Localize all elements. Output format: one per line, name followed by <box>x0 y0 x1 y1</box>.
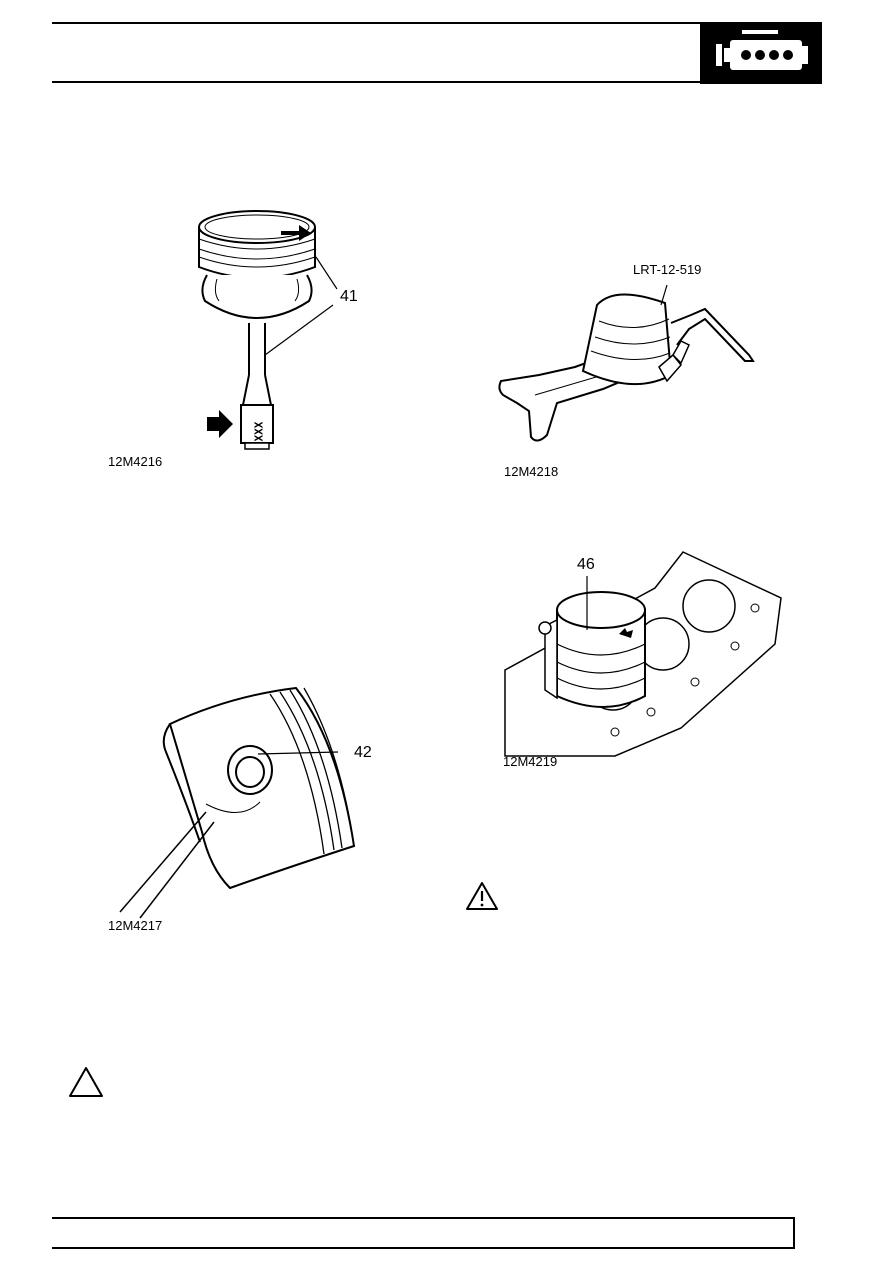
callout-41: 41 <box>340 288 358 305</box>
footer-bottom-rule <box>52 1247 795 1249</box>
footer-top-rule <box>52 1217 795 1219</box>
caution-triangle-icon <box>69 1067 103 1097</box>
figure-piston-clip <box>119 686 356 919</box>
engine-section-icon <box>700 22 822 84</box>
warning-triangle-icon <box>466 882 498 910</box>
figure-code-12M4218: 12M4218 <box>504 464 559 479</box>
header-top-rule <box>52 22 822 24</box>
header-bottom-rule <box>52 81 700 83</box>
callout-46: 46 <box>577 556 595 573</box>
rod-marking-text: XXX <box>252 421 266 442</box>
figure-code-12M4216: 12M4216 <box>108 454 163 469</box>
figure-block-compressor <box>504 551 782 757</box>
figure-piston-rod <box>198 210 338 450</box>
callout-42: 42 <box>354 744 372 761</box>
figure-code-12M4217: 12M4217 <box>108 918 163 933</box>
tool-number-label: LRT-12-519 <box>633 262 702 277</box>
figure-ring-compressor <box>498 284 755 442</box>
footer-right-rule <box>793 1217 795 1249</box>
figure-code-12M4219: 12M4219 <box>503 754 558 769</box>
